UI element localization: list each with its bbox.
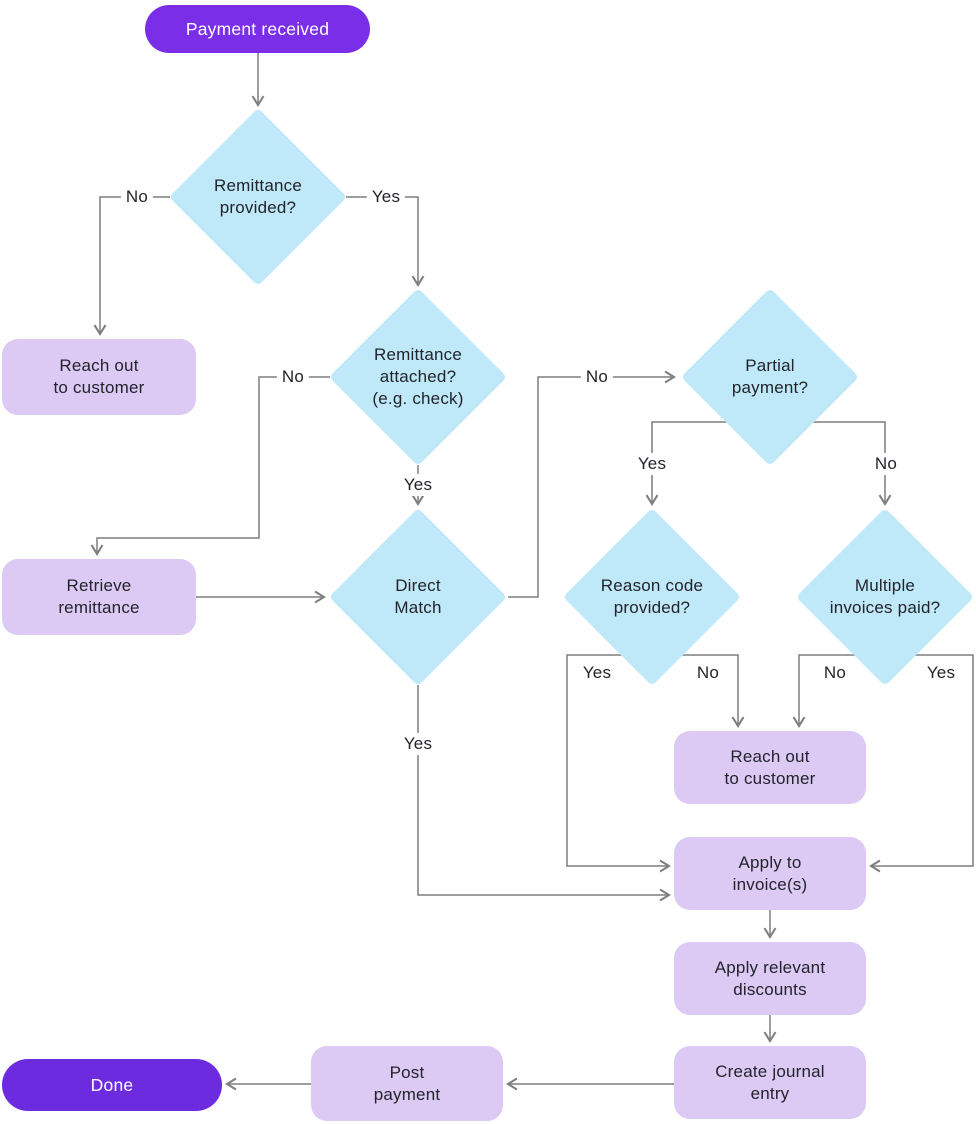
decision-multiple-invoices-paid: Multiple invoices paid? bbox=[795, 507, 975, 687]
node-start-payment-received: Payment received bbox=[145, 5, 370, 53]
edge-label-reason-code-yes: Yes bbox=[577, 662, 617, 684]
edge-label-direct-match-yes: Yes bbox=[398, 733, 438, 755]
edge-label-reason-code-no: No bbox=[691, 662, 725, 684]
decision-remittance-provided: Remittance provided? bbox=[168, 107, 348, 287]
edge-label-remittance-provided-no: No bbox=[120, 186, 154, 208]
edge-label-multiple-invoices-no: No bbox=[818, 662, 852, 684]
edge-label-partial-payment-yes: Yes bbox=[632, 453, 672, 475]
edge-label-remittance-attached-yes: Yes bbox=[398, 474, 438, 496]
process-post-payment: Post payment bbox=[311, 1046, 503, 1121]
process-retrieve-remittance: Retrieve remittance bbox=[2, 559, 196, 635]
edge-label-direct-match-no: No bbox=[580, 366, 614, 388]
edge-multiple-invoices-branches bbox=[792, 654, 974, 873]
edge-reason-code-branches bbox=[566, 654, 745, 873]
process-apply-to-invoices: Apply to invoice(s) bbox=[674, 837, 866, 910]
edge-remittance-provided-no bbox=[93, 196, 170, 336]
decision-label: Remittance attached? (e.g. check) bbox=[372, 345, 464, 408]
decision-label: Reason code provided? bbox=[600, 576, 704, 617]
process-apply-relevant-discounts: Apply relevant discounts bbox=[674, 942, 866, 1015]
decision-label: Direct Match bbox=[394, 576, 442, 617]
process-reach-out-to-customer-left: Reach out to customer bbox=[2, 339, 196, 415]
process-reach-out-to-customer-right: Reach out to customer bbox=[674, 731, 866, 804]
decision-label: Remittance provided? bbox=[214, 176, 302, 217]
decision-partial-payment: Partial payment? bbox=[680, 287, 860, 467]
decision-remittance-attached: Remittance attached? (e.g. check) bbox=[328, 287, 508, 467]
edge-label-remittance-provided-yes: Yes bbox=[366, 186, 406, 208]
node-end-done: Done bbox=[2, 1059, 222, 1111]
decision-label: Partial payment? bbox=[731, 356, 809, 397]
decision-reason-code-provided: Reason code provided? bbox=[562, 507, 742, 687]
process-create-journal-entry: Create journal entry bbox=[674, 1046, 866, 1119]
edge-label-multiple-invoices-yes: Yes bbox=[921, 662, 961, 684]
decision-label: Multiple invoices paid? bbox=[829, 576, 941, 617]
edge-label-partial-payment-no: No bbox=[869, 453, 903, 475]
edge-label-remittance-attached-no: No bbox=[276, 366, 310, 388]
edge-direct-match-yes bbox=[417, 685, 671, 902]
decision-direct-match: Direct Match bbox=[328, 507, 508, 687]
edge-remittance-provided-yes bbox=[346, 196, 425, 287]
